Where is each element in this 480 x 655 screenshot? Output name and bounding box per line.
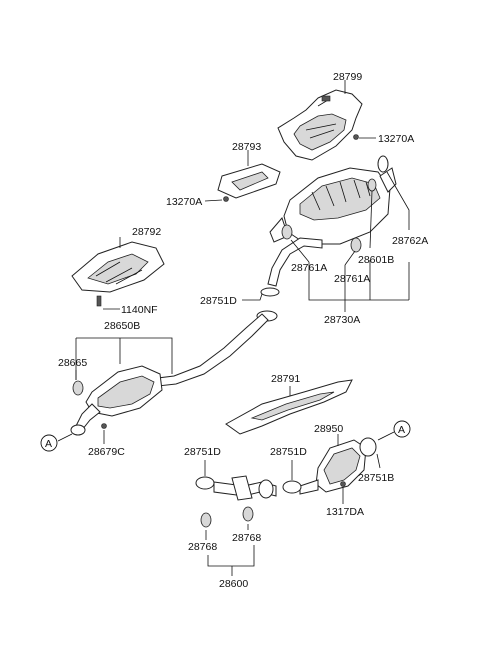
bolt-1317DA	[340, 481, 346, 487]
label-ref-left: A	[45, 438, 52, 450]
hanger-28762A	[377, 155, 389, 173]
leader-ref-left	[57, 433, 73, 442]
hanger-28665	[72, 380, 84, 396]
label-28600: 28600	[219, 578, 248, 590]
leader-13270A-mid	[204, 199, 223, 202]
heat-protector-28799	[277, 89, 363, 161]
label-28650B: 28650B	[104, 320, 140, 332]
leader-28751D-upper	[242, 293, 263, 301]
label-28761A-1: 28761A	[291, 262, 327, 274]
muffler-inlet-pipe	[267, 237, 323, 287]
main-muffler-28730A	[269, 167, 397, 245]
gasket-28751D-mid	[282, 480, 302, 494]
label-28792: 28792	[132, 226, 161, 238]
label-28799: 28799	[333, 71, 362, 83]
gasket-28751D-left	[195, 476, 215, 490]
label-28601B: 28601B	[358, 254, 394, 266]
gasket-28751B	[359, 437, 377, 457]
front-pipe-28600	[213, 475, 277, 501]
hanger-28601B	[367, 178, 377, 192]
label-ref-right: A	[398, 424, 405, 436]
leader-28762A	[386, 171, 410, 230]
label-28665: 28665	[58, 357, 87, 369]
leader-28601B	[369, 190, 373, 249]
ref-circle-left	[40, 434, 58, 452]
leader-28600	[207, 545, 255, 576]
label-28751D-mid: 28751D	[270, 446, 307, 458]
leader-28751B	[376, 453, 381, 469]
hanger-28768-right	[242, 506, 254, 522]
heat-protector-28793	[217, 163, 281, 199]
label-28751D-upper: 28751D	[200, 295, 237, 307]
label-28761A-2: 28761A	[334, 273, 370, 285]
label-13270A-top: 13270A	[378, 133, 414, 145]
label-28768-right: 28768	[232, 532, 261, 544]
label-28751D-left: 28751D	[184, 446, 221, 458]
leader-28761A-1	[290, 239, 310, 263]
leader-28730A-group	[308, 260, 410, 312]
gasket-28751D-upper	[260, 287, 280, 297]
leader-28761A-2	[344, 250, 356, 266]
label-28762A: 28762A	[392, 235, 428, 247]
label-28950: 28950	[314, 423, 343, 435]
label-28793: 28793	[232, 141, 261, 153]
center-muffler-28650B	[70, 313, 269, 436]
label-28751B: 28751B	[358, 472, 394, 484]
catalytic-converter-28950	[299, 439, 367, 495]
label-1317DA: 1317DA	[326, 506, 364, 518]
label-28768-left: 28768	[188, 541, 217, 553]
label-1140NF: 1140NF	[121, 304, 158, 316]
bolt-13270A-mid	[223, 196, 229, 202]
ref-circle-right	[393, 420, 411, 438]
hanger-28761A-2	[350, 237, 362, 253]
label-28730A: 28730A	[324, 314, 360, 326]
bolt-1140NF	[96, 295, 102, 307]
bolt-13270A-top	[353, 134, 359, 140]
label-28791: 28791	[271, 373, 300, 385]
leader-ref-right	[377, 431, 395, 441]
label-28679C: 28679C	[88, 446, 125, 458]
label-13270A-mid: 13270A	[166, 196, 202, 208]
clamp-28679C	[101, 423, 107, 429]
heat-protector-28792	[71, 241, 165, 293]
hanger-28768-left	[200, 512, 212, 528]
hanger-28761A-1	[281, 224, 293, 240]
